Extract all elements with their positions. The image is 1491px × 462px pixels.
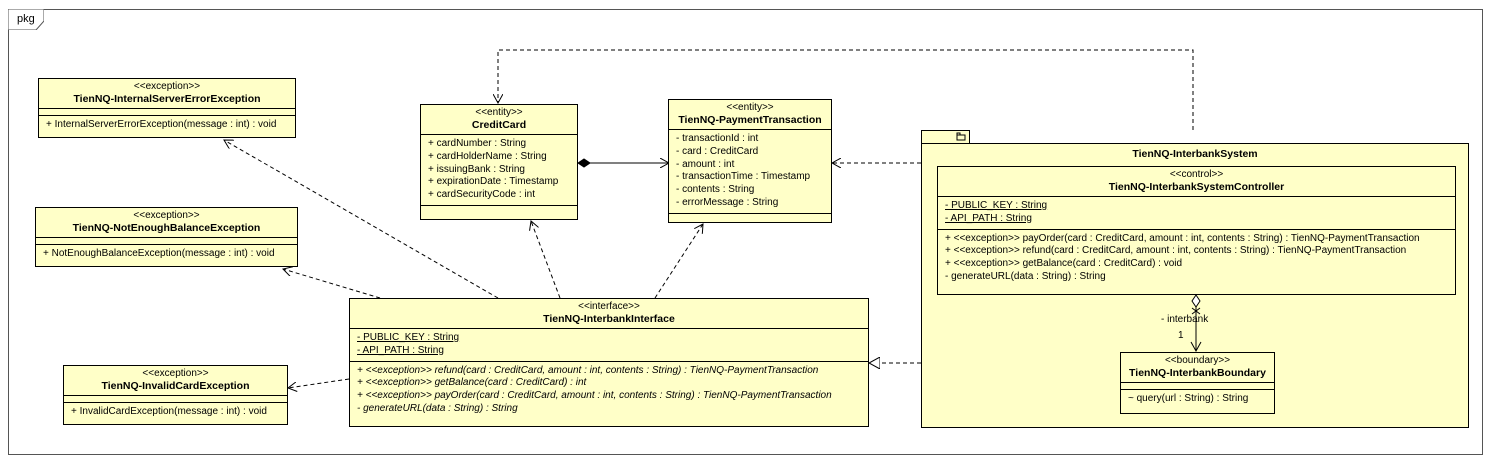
attribute: - transactionId : int <box>676 133 759 144</box>
dependency-interface-to-not-enough-balance <box>283 269 381 299</box>
operations-section: + NotEnoughBalanceException(message : in… <box>36 244 297 264</box>
stereotype-label: <<exception>> <box>133 210 200 221</box>
class-credit-card[interactable]: <<entity>> CreditCard + cardNumber : Str… <box>420 104 578 220</box>
frame-tab <box>8 9 44 30</box>
attributes-section <box>64 395 287 402</box>
package-icon <box>956 132 966 141</box>
association-role-label: - interbank <box>1161 314 1209 325</box>
class-payment-transaction[interactable]: <<entity>> TienNQ-PaymentTransaction - t… <box>668 99 832 223</box>
class-name: TienNQ-PaymentTransaction <box>678 114 822 126</box>
stereotype-label: <<exception>> <box>142 368 209 379</box>
diagram-frame <box>8 9 1483 455</box>
class-invalid-card-exception[interactable]: <<exception>> TienNQ-InvalidCardExceptio… <box>63 365 288 425</box>
operation: - generateURL(data : String) : String <box>357 402 518 414</box>
attribute: - amount : int <box>676 158 735 170</box>
class-interbank-boundary[interactable]: <<boundary>> TienNQ-InterbankBoundary ~ … <box>1120 352 1275 414</box>
operation: - generateURL(data : String) : String <box>945 270 1106 282</box>
attributes-section <box>1121 382 1274 389</box>
operation: + NotEnoughBalanceException(message : in… <box>43 248 275 259</box>
attribute: + cardSecurityCode : int <box>428 189 535 201</box>
dependency-interface-to-invalid-card <box>288 378 350 388</box>
operation: + <<exception>> payOrder(card : CreditCa… <box>945 232 1420 244</box>
attribute: - contents : String <box>676 184 755 196</box>
attribute: - errorMessage : String <box>676 196 779 208</box>
dependency-interface-to-payment-transaction <box>654 224 703 299</box>
operations-section: ~ query(url : String) : String <box>1121 389 1274 409</box>
class-header: <<exception>> TienNQ-InternalServerError… <box>39 79 295 108</box>
class-name: TienNQ-InterbankBoundary <box>1129 367 1266 379</box>
stereotype-label: <<entity>> <box>475 107 523 118</box>
aggregation-arrowhead <box>1190 341 1202 353</box>
operation: + <<exception>> refund(card : CreditCard… <box>945 245 1407 257</box>
interface-interbank-interface[interactable]: <<interface>> TienNQ-InterbankInterface … <box>349 298 869 427</box>
attribute: + issuingBank : String <box>428 163 525 175</box>
attribute: + cardNumber : String <box>428 138 527 149</box>
class-name: TienNQ-NotEnoughBalanceException <box>72 222 261 234</box>
operation: + <<exception>> getBalance(card : Credit… <box>357 377 587 389</box>
class-name: CreditCard <box>471 119 527 131</box>
operations-section: + <<exception>> payOrder(card : CreditCa… <box>938 228 1455 287</box>
frame-label: pkg <box>17 13 35 25</box>
class-internal-server-error-exception[interactable]: <<exception>> TienNQ-InternalServerError… <box>38 78 296 138</box>
attributes-section: - PUBLIC_KEY : String - API_PATH : Strin… <box>350 328 868 361</box>
attribute: - card : CreditCard <box>676 145 759 157</box>
operation: + <<exception>> refund(card : CreditCard… <box>357 364 819 376</box>
class-name: TienNQ-InterbankSystemController <box>1108 181 1285 193</box>
attributes-section: - PUBLIC_KEY : String - API_PATH : Strin… <box>938 196 1455 229</box>
class-header: <<interface>> TienNQ-InterbankInterface <box>350 299 868 328</box>
attributes-section: - transactionId : int - card : CreditCar… <box>669 129 831 213</box>
attribute: - transactionTime : Timestamp <box>676 171 811 183</box>
attribute: + cardHolderName : String <box>428 150 547 162</box>
class-header: <<entity>> CreditCard <box>421 105 577 134</box>
stereotype-label: <<interface>> <box>578 301 640 312</box>
class-header: <<entity>> TienNQ-PaymentTransaction <box>669 100 831 129</box>
operation: + <<exception>> payOrder(card : CreditCa… <box>357 390 832 402</box>
class-name: TienNQ-InvalidCardException <box>101 380 250 392</box>
attributes-section <box>36 237 297 244</box>
operations-section: + InternalServerErrorException(message :… <box>39 115 295 135</box>
stereotype-label: <<boundary>> <box>1164 355 1231 366</box>
stereotype-label: <<exception>> <box>133 81 201 92</box>
attribute: - API_PATH : String <box>945 212 1032 224</box>
navigability-x-icon <box>1191 307 1201 315</box>
dependency-system-to-credit-card <box>498 49 1194 130</box>
operations-section <box>421 204 577 212</box>
operation: + InvalidCardException(message : int) : … <box>71 406 267 417</box>
stereotype-label: <<entity>> <box>726 102 774 113</box>
class-name: TienNQ-InterbankInterface <box>543 313 675 325</box>
attribute: - PUBLIC_KEY : String <box>357 332 460 343</box>
aggregation-diamond <box>1191 294 1201 308</box>
class-not-enough-balance-exception[interactable]: <<exception>> TienNQ-NotEnoughBalanceExc… <box>35 207 298 267</box>
attributes-section: + cardNumber : String + cardHolderName :… <box>421 134 577 205</box>
class-header: <<exception>> TienNQ-InvalidCardExceptio… <box>64 366 287 395</box>
package-name: TienNQ-InterbankSystem <box>1132 148 1258 160</box>
attribute: - PUBLIC_KEY : String <box>945 200 1048 211</box>
operations-section: + <<exception>> refund(card : CreditCard… <box>350 360 868 419</box>
attribute: + expirationDate : Timestamp <box>428 176 559 188</box>
operation: + <<exception>> getBalance(card : Credit… <box>945 258 1183 270</box>
association-multiplicity-label: 1 <box>1178 330 1184 341</box>
class-header: <<control>> TienNQ-InterbankSystemContro… <box>938 167 1455 196</box>
class-header: <<boundary>> TienNQ-InterbankBoundary <box>1121 353 1274 382</box>
attributes-section <box>39 108 295 115</box>
operation: + InternalServerErrorException(message :… <box>46 119 277 130</box>
class-header: <<exception>> TienNQ-NotEnoughBalanceExc… <box>36 208 297 237</box>
operation: ~ query(url : String) : String <box>1128 393 1249 404</box>
stereotype-label: <<control>> <box>1169 169 1224 180</box>
dependency-interface-to-internal-server-error <box>224 140 499 299</box>
class-interbank-system-controller[interactable]: <<control>> TienNQ-InterbankSystemContro… <box>937 166 1456 295</box>
operations-section: + InvalidCardException(message : int) : … <box>64 402 287 422</box>
operations-section <box>669 212 831 219</box>
class-name: TienNQ-InternalServerErrorException <box>73 93 261 105</box>
attribute: - API_PATH : String <box>357 344 444 356</box>
